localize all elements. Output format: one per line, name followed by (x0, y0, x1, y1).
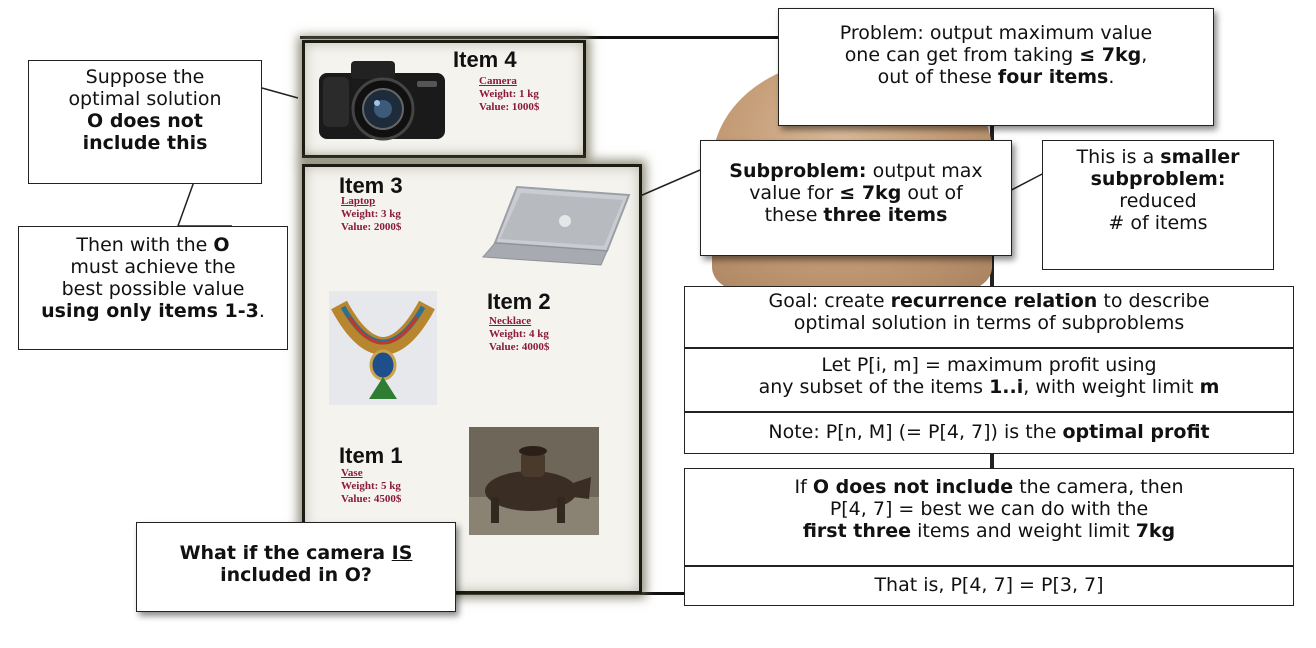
if-line3: first three items and weight limit 7kg (802, 519, 1176, 542)
question-line2: included in O? (220, 563, 372, 586)
item2-weight: Weight: 4 kg (489, 328, 549, 341)
item2-details: Necklace Weight: 4 kg Value: 4000$ (489, 315, 549, 355)
suppose-line4: include this (82, 131, 208, 154)
smaller-line1: This is a smaller (1076, 146, 1240, 168)
suppose-callout: Suppose the optimal solution O does not … (28, 60, 262, 184)
note-box: Note: P[n, M] (= P[4, 7]) is the optimal… (684, 412, 1294, 454)
item3-details: Laptop Weight: 3 kg Value: 2000$ (341, 195, 401, 235)
smaller-line4: # of items (1108, 211, 1208, 234)
let-line1: Let P[i, m] = maximum profit using (821, 354, 1157, 376)
item2-title: Item 2 (487, 289, 551, 314)
subproblem-line2: value for ≤ 7kg out of (749, 181, 963, 204)
then-line4: using only items 1-3. (41, 299, 265, 322)
thatis-line1: That is, P[4, 7] = P[3, 7] (874, 574, 1104, 596)
subproblem-tail (639, 169, 701, 197)
if-box: If O does not include the camera, then P… (684, 468, 1294, 566)
item4-value: Value: 1000$ (479, 101, 540, 114)
item3-name: Laptop (341, 195, 376, 207)
item2-value: Value: 4000$ (489, 341, 550, 354)
smaller-line3: reduced (1119, 189, 1197, 212)
smaller-line2: subproblem: (1090, 167, 1226, 190)
laptop-image (481, 185, 631, 266)
item1-details: Vase Weight: 5 kg Value: 4500$ (341, 467, 401, 507)
question-callout: What if the camera IS included in O? (136, 522, 456, 612)
note-line1: Note: P[n, M] (= P[4, 7]) is the optimal… (768, 421, 1210, 443)
suppose-tail (261, 87, 299, 99)
subproblem-line1: Subproblem: output max (729, 160, 983, 182)
let-box: Let P[i, m] = maximum profit using any s… (684, 348, 1294, 412)
suppose-line3: O does not (87, 109, 203, 132)
item4-title: Item 4 (453, 47, 517, 72)
problem-line1: Problem: output maximum value (839, 22, 1153, 44)
problem-line3: out of these four items. (877, 65, 1115, 88)
then-callout: Then with the O must achieve the best po… (18, 226, 288, 350)
item4-name: Camera (479, 75, 517, 87)
item4-details: Camera Weight: 1 kg Value: 1000$ (479, 75, 539, 115)
goal-line1: Goal: create recurrence relation to desc… (768, 290, 1210, 312)
then-line2: must achieve the (70, 255, 236, 278)
then-line1: Then with the O (76, 234, 230, 256)
goal-line2: optimal solution in terms of subproblems (793, 311, 1185, 334)
thatis-box: That is, P[4, 7] = P[3, 7] (684, 566, 1294, 606)
question-line1: What if the camera IS (179, 542, 413, 564)
then-line3: best possible value (61, 277, 245, 300)
if-line2: P[4, 7] = best we can do with the (829, 497, 1149, 520)
item4-frame: Item 4 Camera Weight: 1 kg Value: 1000$ (302, 40, 586, 158)
vase-image (469, 427, 599, 535)
item1-value: Value: 4500$ (341, 493, 402, 506)
item3-title: Item 3 (339, 173, 403, 198)
item1-weight: Weight: 5 kg (341, 480, 401, 493)
problem-callout: Problem: output maximum value one can ge… (778, 8, 1214, 126)
goal-box: Goal: create recurrence relation to desc… (684, 286, 1294, 348)
item4-weight: Weight: 1 kg (479, 88, 539, 101)
smaller-subproblem-callout: This is a smaller subproblem: reduced # … (1042, 140, 1274, 270)
item1-title: Item 1 (339, 443, 403, 468)
subproblem-callout: Subproblem: output max value for ≤ 7kg o… (700, 140, 1012, 256)
subproblem-line3: these three items (764, 203, 948, 226)
item3-weight: Weight: 3 kg (341, 208, 401, 221)
board-top-line (300, 36, 1000, 39)
item2-name: Necklace (489, 315, 532, 327)
problem-line2: one can get from taking ≤ 7kg, (844, 43, 1148, 66)
suppose-line2: optimal solution (68, 87, 222, 110)
item3-value: Value: 2000$ (341, 221, 402, 234)
suppose-line1: Suppose the (85, 66, 205, 88)
if-line1: If O does not include the camera, then (794, 476, 1184, 498)
camera-image (319, 61, 445, 141)
let-line2: any subset of the items 1..i, with weigh… (758, 375, 1220, 398)
item1-name: Vase (341, 467, 363, 479)
necklace-image (329, 291, 437, 405)
